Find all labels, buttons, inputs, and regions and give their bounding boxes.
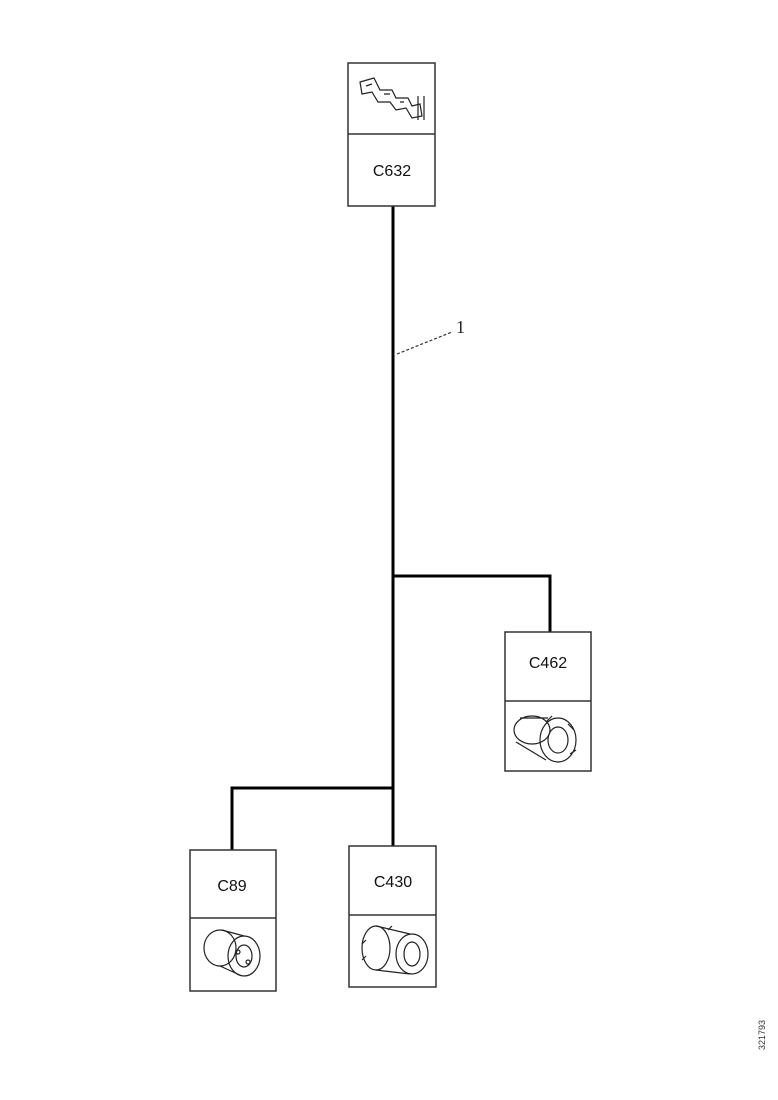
callout-1: 1 bbox=[396, 317, 465, 355]
connector-label: C430 bbox=[374, 874, 412, 891]
connector-label: C89 bbox=[217, 878, 246, 895]
terminal-connector-icon bbox=[359, 77, 425, 120]
callout-number: 1 bbox=[456, 317, 465, 337]
connector-label: C632 bbox=[373, 163, 411, 180]
connector-c89[interactable]: C89 bbox=[189, 849, 277, 992]
harness-wires bbox=[230, 205, 552, 850]
round-connector-icon bbox=[361, 925, 429, 975]
round-connector-icon bbox=[203, 929, 261, 977]
branch-wire-c462 bbox=[393, 574, 552, 632]
connector-c632[interactable]: C632 bbox=[347, 62, 436, 207]
round-connector-icon bbox=[513, 715, 577, 763]
connector-c430[interactable]: C430 bbox=[348, 845, 437, 988]
callout-leader-line bbox=[396, 331, 453, 355]
reference-id: 321793 bbox=[757, 1020, 767, 1050]
connector-c462[interactable]: C462 bbox=[504, 631, 592, 772]
branch-wire-c89 bbox=[230, 786, 393, 850]
connector-label: C462 bbox=[529, 655, 567, 672]
